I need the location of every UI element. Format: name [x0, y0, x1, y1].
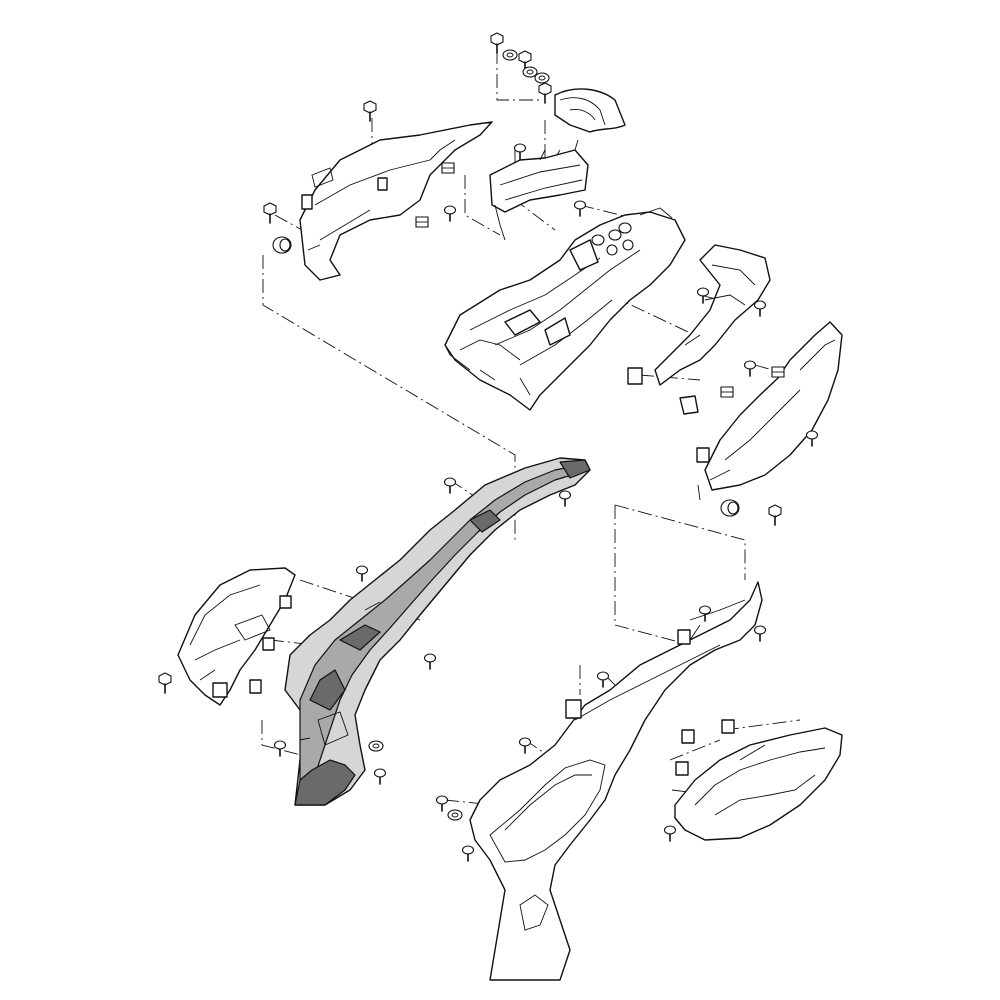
- bolt-icon: [663, 825, 677, 842]
- bolt-icon: [490, 32, 504, 54]
- rear-fender-upper-cover: [554, 88, 626, 133]
- left-frame-cover-upper: [299, 121, 493, 281]
- left-seat-rail-cover: [284, 457, 591, 806]
- washer-icon: [534, 72, 550, 84]
- bolt-icon: [435, 795, 449, 812]
- bolt-icon: [355, 565, 369, 582]
- bolt-icon: [158, 672, 172, 694]
- bolt-icon: [538, 82, 552, 104]
- bolt-icon: [698, 605, 712, 622]
- bolt-icon: [753, 625, 767, 642]
- bolt-icon: [805, 430, 819, 447]
- bolt-icon: [768, 504, 782, 526]
- right-side-cover-panel: [674, 719, 843, 841]
- clip-nut-icon: [415, 216, 429, 228]
- clip-nut-icon: [720, 386, 734, 398]
- bolt-icon: [596, 671, 610, 688]
- washer-icon: [522, 66, 538, 78]
- right-side-cover: [469, 581, 763, 981]
- clip-nut-icon: [771, 366, 785, 378]
- washer-icon: [368, 740, 384, 752]
- bolt-icon: [423, 653, 437, 670]
- grommet-icon: [272, 236, 292, 254]
- bolt-icon: [273, 740, 287, 757]
- bolt-icon: [753, 300, 767, 317]
- bolt-icon: [373, 768, 387, 785]
- rear-fender-top-bracket: [489, 139, 589, 241]
- bolt-icon: [461, 845, 475, 862]
- bolt-icon: [696, 287, 710, 304]
- rear-fender-body: [444, 207, 686, 411]
- washer-icon: [447, 809, 463, 821]
- clip-nut-icon: [441, 162, 455, 174]
- left-side-cover-bracket: [177, 567, 296, 706]
- right-inner-cover: [627, 244, 843, 501]
- bolt-icon: [518, 737, 532, 754]
- bolt-icon: [263, 202, 277, 224]
- bolt-icon: [443, 205, 457, 222]
- bolt-icon: [743, 360, 757, 377]
- bolt-icon: [558, 490, 572, 507]
- bolt-icon: [363, 100, 377, 122]
- grommet-icon: [720, 499, 740, 517]
- bolt-icon: [513, 143, 527, 160]
- bolt-icon: [443, 477, 457, 494]
- bolt-icon: [573, 200, 587, 217]
- washer-icon: [502, 49, 518, 61]
